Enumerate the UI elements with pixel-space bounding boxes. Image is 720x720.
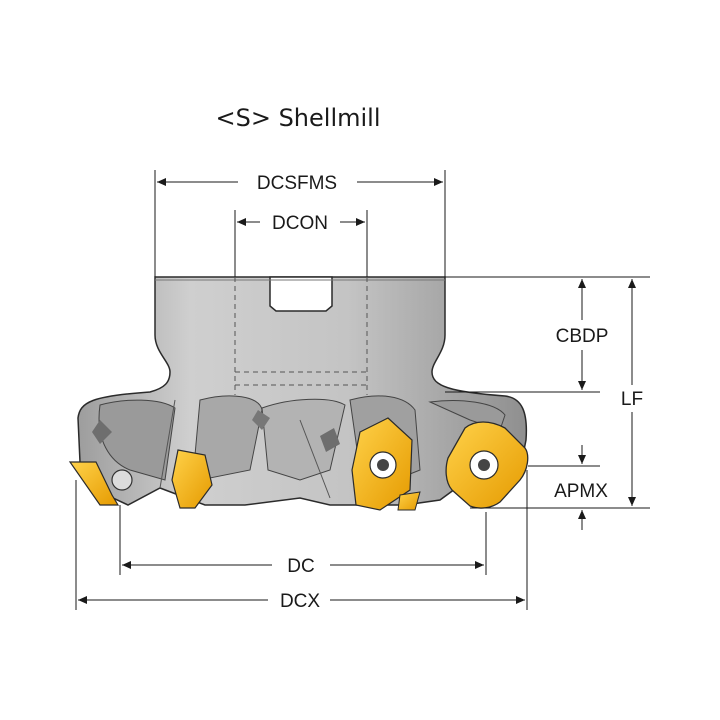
label-dcx: DCX <box>280 591 320 612</box>
insert-4 <box>397 491 421 511</box>
insert-left <box>68 461 120 506</box>
label-apmx: APMX <box>554 481 608 502</box>
label-lf: LF <box>621 389 643 410</box>
label-dc: DC <box>287 556 314 577</box>
label-cbdp: CBDP <box>556 326 609 347</box>
diagram-title: <S> Shellmill <box>215 104 381 132</box>
insert-3 <box>351 417 413 511</box>
dimension-lines <box>75 170 650 610</box>
label-dcsfms: DCSFMS <box>257 173 337 194</box>
label-dcon: DCON <box>272 213 328 234</box>
insert-2 <box>171 449 213 509</box>
insert-right <box>445 421 529 509</box>
